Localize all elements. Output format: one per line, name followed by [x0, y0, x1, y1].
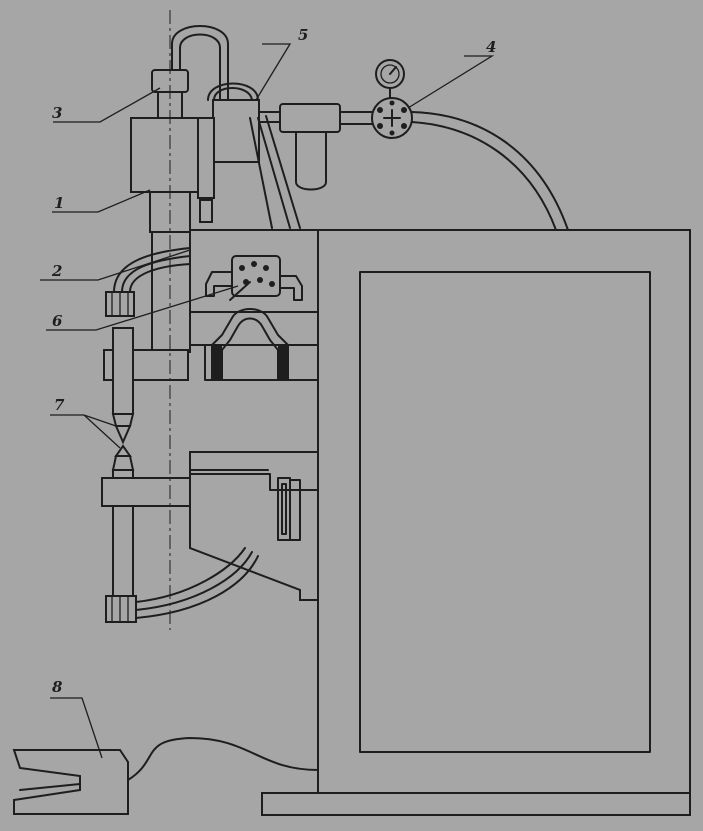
air-filter	[207, 82, 373, 229]
foot-pedal	[12, 737, 319, 815]
cabinet-body	[317, 229, 691, 794]
label-4: 4	[486, 38, 496, 56]
label-2: 2	[51, 262, 62, 280]
lower-console	[189, 451, 319, 601]
electrodes	[114, 425, 132, 457]
leader-lines	[40, 43, 495, 759]
air-hose	[411, 111, 569, 231]
lower-electrode-holder	[101, 455, 259, 623]
upper-console	[189, 229, 319, 381]
pressure-gauge	[371, 59, 413, 139]
label-6: 6	[52, 312, 63, 330]
label-3: 3	[52, 104, 62, 122]
upper-electrode-holder	[103, 247, 191, 427]
label-1: 1	[54, 194, 64, 212]
label-8: 8	[52, 678, 63, 696]
label-5: 5	[298, 26, 308, 44]
label-7: 7	[54, 396, 65, 414]
base-plate	[261, 792, 691, 816]
pneumatic-cylinder	[130, 99, 260, 353]
